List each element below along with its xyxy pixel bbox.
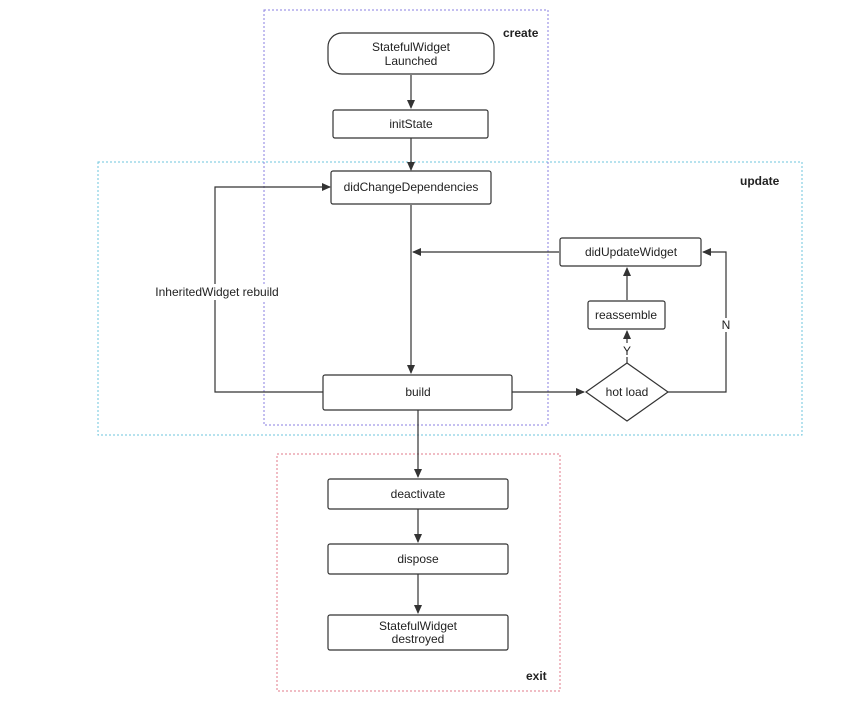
- node-statefulwidget-launched: StatefulWidget Launched: [327, 32, 495, 75]
- update-region-label: update: [740, 174, 780, 188]
- destroyed-line2: destroyed: [392, 632, 445, 646]
- didupdatewidget-label: didUpdateWidget: [585, 245, 678, 259]
- inherited-rebuild-label: InheritedWidget rebuild: [155, 285, 278, 299]
- deactivate-label: deactivate: [391, 487, 446, 501]
- didchangedependencies-label: didChangeDependencies: [344, 180, 479, 194]
- node-build: build: [322, 374, 513, 411]
- no-label: N: [722, 318, 731, 332]
- hotload-label: hot load: [606, 385, 649, 399]
- initstate-label: initState: [389, 117, 433, 131]
- node-deactivate: deactivate: [327, 478, 509, 510]
- node-initstate: initState: [332, 109, 489, 139]
- node-hotload-decision: hot load: [584, 362, 670, 422]
- destroyed-line1: StatefulWidget: [379, 619, 458, 633]
- node-reassemble: reassemble: [587, 300, 666, 330]
- launched-line1: StatefulWidget: [372, 40, 451, 54]
- edge-hotload-no-to-didupdate: [668, 248, 727, 393]
- launched-line2: Launched: [385, 54, 438, 68]
- create-region-label: create: [503, 26, 539, 40]
- create-region: [263, 9, 549, 426]
- node-statefulwidget-destroyed: StatefulWidget destroyed: [327, 614, 509, 651]
- node-didupdatewidget: didUpdateWidget: [559, 237, 702, 267]
- yes-label: Y: [623, 344, 631, 358]
- reassemble-label: reassemble: [595, 308, 657, 322]
- build-label: build: [405, 385, 430, 399]
- update-region: [97, 161, 803, 436]
- node-didchangedependencies: didChangeDependencies: [330, 170, 492, 205]
- dispose-label: dispose: [397, 552, 439, 566]
- exit-region-label: exit: [526, 669, 547, 683]
- node-dispose: dispose: [327, 543, 509, 575]
